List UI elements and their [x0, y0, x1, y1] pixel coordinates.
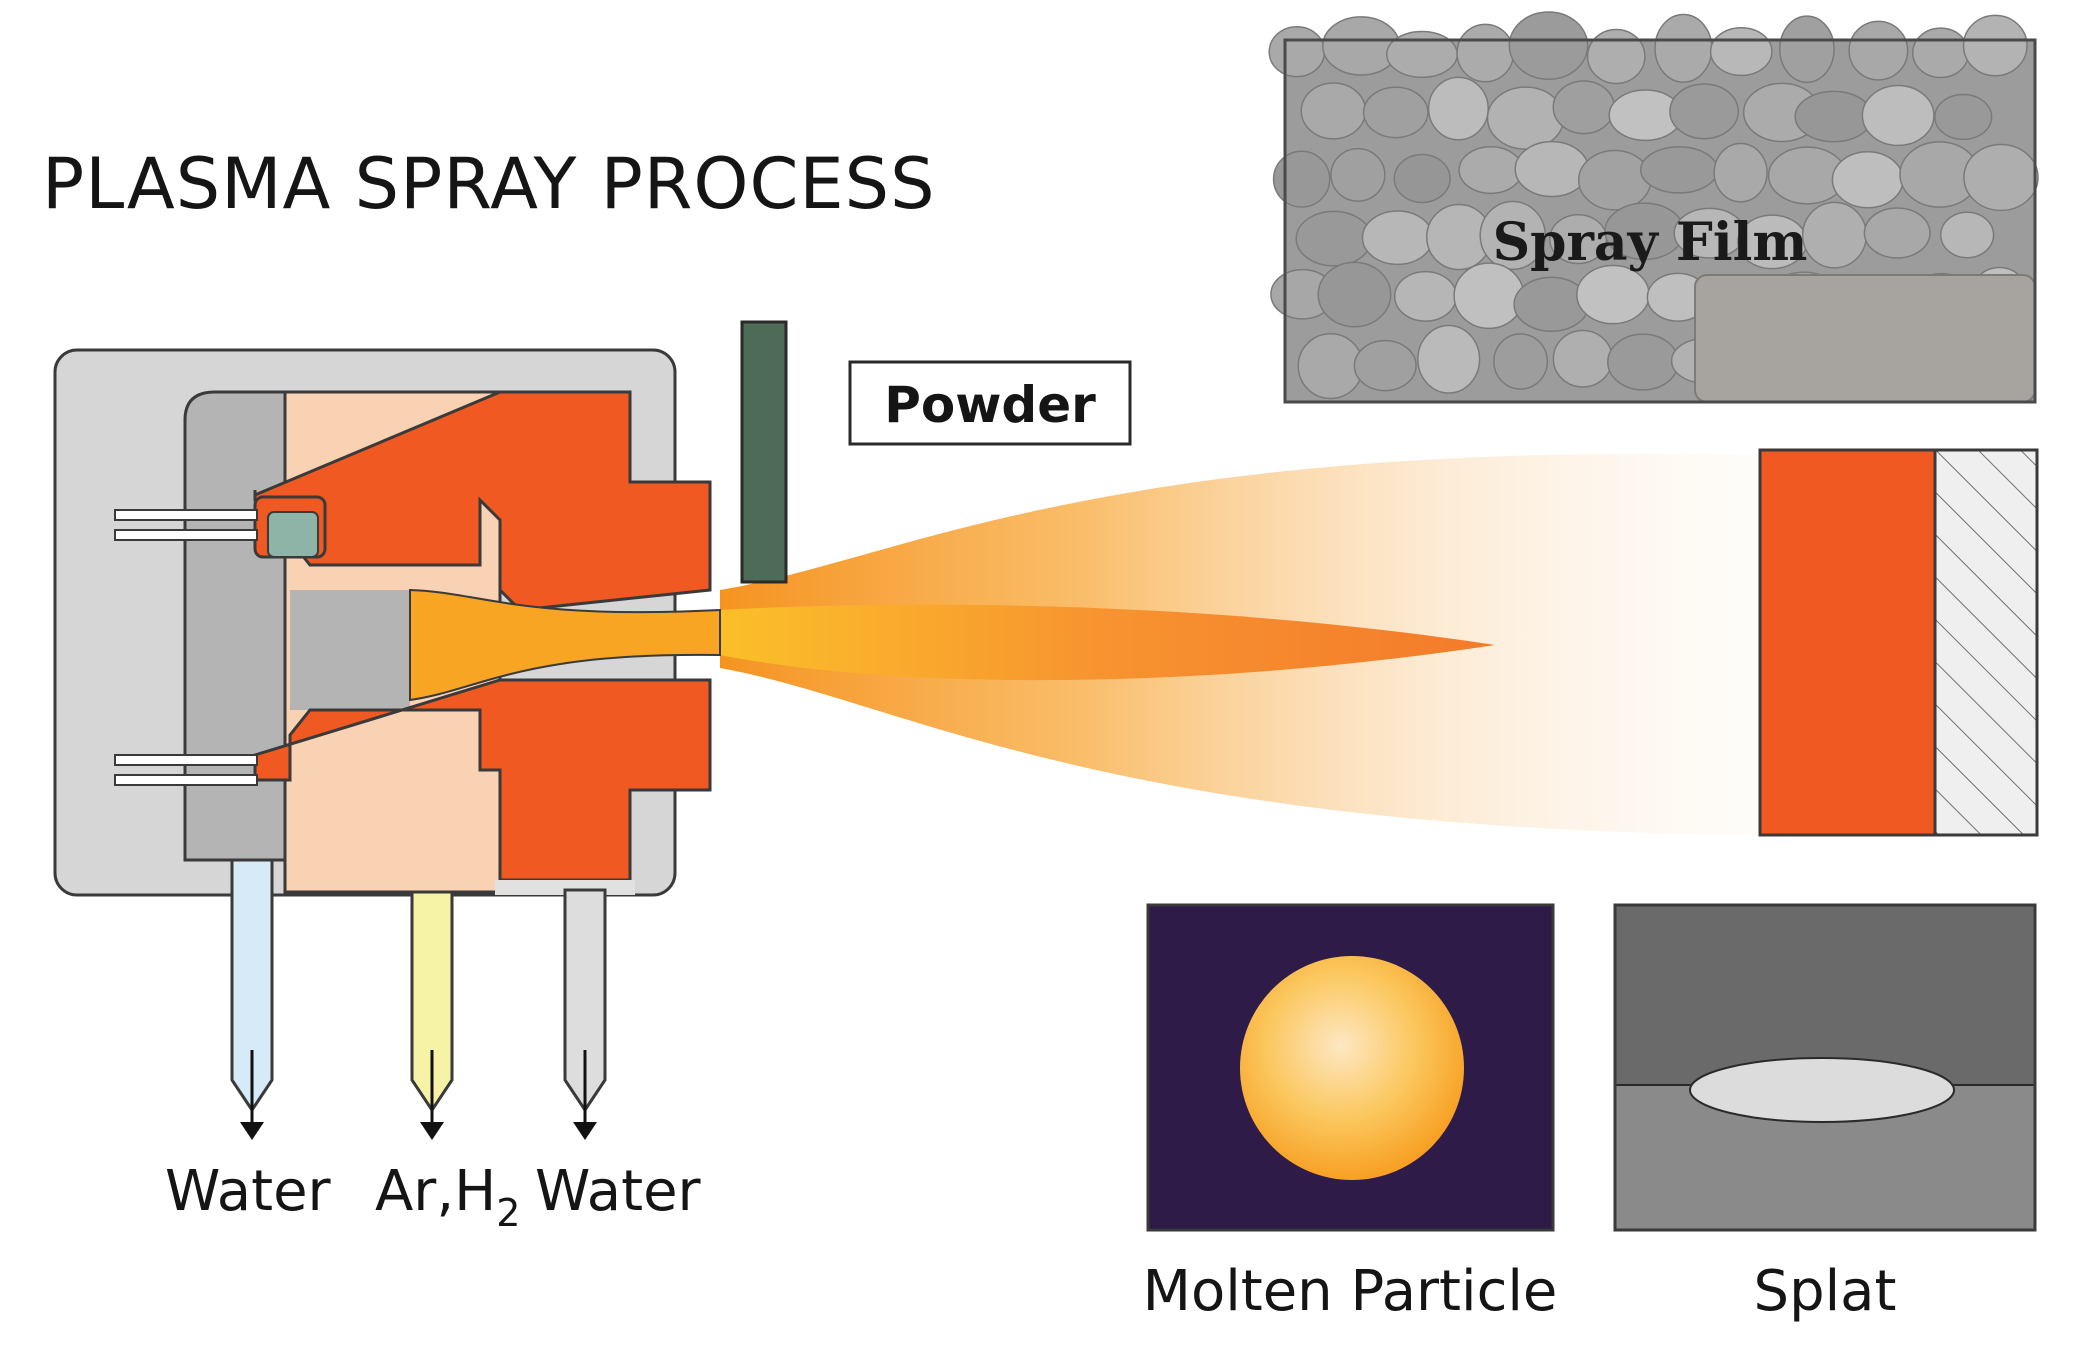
- powder-grain: [1479, 200, 1547, 271]
- powder-grain: [1322, 16, 1401, 76]
- powder-grain: [1295, 210, 1373, 267]
- water-inlet-pipe: [230, 858, 274, 1113]
- powder-grain: [1934, 93, 1993, 141]
- powder-grain: [1669, 83, 1740, 140]
- powder-grain: [1427, 76, 1489, 141]
- coating-on-substrate: [1758, 448, 2039, 837]
- inlet-label-water-1: Water: [165, 1159, 332, 1224]
- powder-grain: [1607, 333, 1680, 391]
- anode-upper: [253, 390, 712, 612]
- spray-film-inset: Spray Film: [1268, 11, 2039, 404]
- powder-grain: [1911, 27, 1970, 79]
- powder-grain: [1353, 339, 1417, 392]
- powder-grain: [1317, 261, 1392, 328]
- powder-grain: [1709, 26, 1773, 77]
- powder-grain: [1863, 207, 1931, 259]
- cathode-tip-upper: [267, 511, 319, 558]
- powder-grain: [1458, 145, 1524, 195]
- powder-grain: [1831, 151, 1904, 209]
- powder-grain: [1861, 84, 1935, 147]
- powder-grain: [1486, 86, 1565, 150]
- powder-grain: [1779, 15, 1835, 84]
- powder-label-box: Powder: [848, 360, 1132, 446]
- powder-label: Powder: [884, 376, 1096, 434]
- powder-grain: [1393, 270, 1458, 322]
- water-outlet-arrow: [573, 1122, 597, 1140]
- electrode-leads: [114, 509, 258, 786]
- powder-grain: [1508, 11, 1589, 80]
- inlet-label-gas-subscript: 2: [496, 1191, 520, 1235]
- powder-grain: [1639, 146, 1719, 194]
- powder-grain: [1513, 276, 1590, 333]
- powder-grain: [1362, 86, 1429, 139]
- powder-grain: [1577, 149, 1652, 211]
- powder-grain: [1393, 153, 1451, 204]
- substrate: [1933, 448, 2039, 837]
- inlet-label-gas: Ar,H2: [375, 1159, 520, 1235]
- diagram-title: PLASMA SPRAY PROCESS: [42, 143, 936, 225]
- powder-grain: [1801, 201, 1868, 269]
- splat-inset: [1613, 903, 2037, 1232]
- splat: [1689, 1057, 1955, 1123]
- powder-grains: [1268, 11, 2039, 400]
- gas-inlet-arrow: [420, 1122, 444, 1140]
- powder-grain: [1493, 333, 1549, 390]
- powder-grain: [1713, 142, 1768, 203]
- powder-grain: [1417, 324, 1481, 394]
- molten-particle-label: Molten Particle: [1143, 1259, 1558, 1324]
- powder-grain: [1962, 14, 2028, 77]
- powder-grain: [1272, 150, 1331, 208]
- powder-grain: [1654, 13, 1713, 83]
- powder-grain: [1794, 90, 1874, 143]
- powder-grain: [1552, 80, 1616, 135]
- powder-grain: [1576, 264, 1650, 325]
- spray-film-label: Spray Film: [1493, 212, 1808, 273]
- spray-coating-layer: [1758, 448, 1937, 837]
- inlet-label-water-2: Water: [535, 1159, 702, 1224]
- powder-grain: [1330, 147, 1386, 202]
- powder-grain: [1514, 140, 1590, 198]
- inlet-pipes: [230, 858, 607, 1140]
- powder-grain: [1361, 210, 1434, 266]
- powder-grain: [1456, 23, 1515, 83]
- powder-feed-tube: [740, 320, 788, 584]
- powder-grain: [1940, 211, 1995, 259]
- plasma-jet-core: [720, 604, 1495, 681]
- splat-label: Splat: [1754, 1259, 1897, 1324]
- powder-grain: [1552, 329, 1613, 388]
- substrate-block: [1694, 274, 2036, 403]
- molten-particle: [1240, 956, 1464, 1180]
- water-outlet-pipe: [563, 888, 607, 1113]
- powder-grain: [1297, 332, 1364, 400]
- plasma-torch: [53, 320, 788, 897]
- water-inlet-arrow: [240, 1122, 264, 1140]
- powder-grain: [1586, 28, 1646, 85]
- molten-particle-inset: [1146, 903, 1555, 1232]
- nozzle-bore: [409, 588, 721, 702]
- gas-inlet-pipe: [410, 890, 454, 1113]
- inlet-label-gas-main: Ar,H: [375, 1159, 496, 1224]
- powder-grain: [1848, 20, 1909, 81]
- powder-grain: [1963, 143, 2039, 212]
- powder-grain: [1300, 82, 1367, 140]
- powder-grain: [1268, 26, 1326, 78]
- powder-grain: [1386, 30, 1458, 79]
- anode-lower: [253, 678, 712, 882]
